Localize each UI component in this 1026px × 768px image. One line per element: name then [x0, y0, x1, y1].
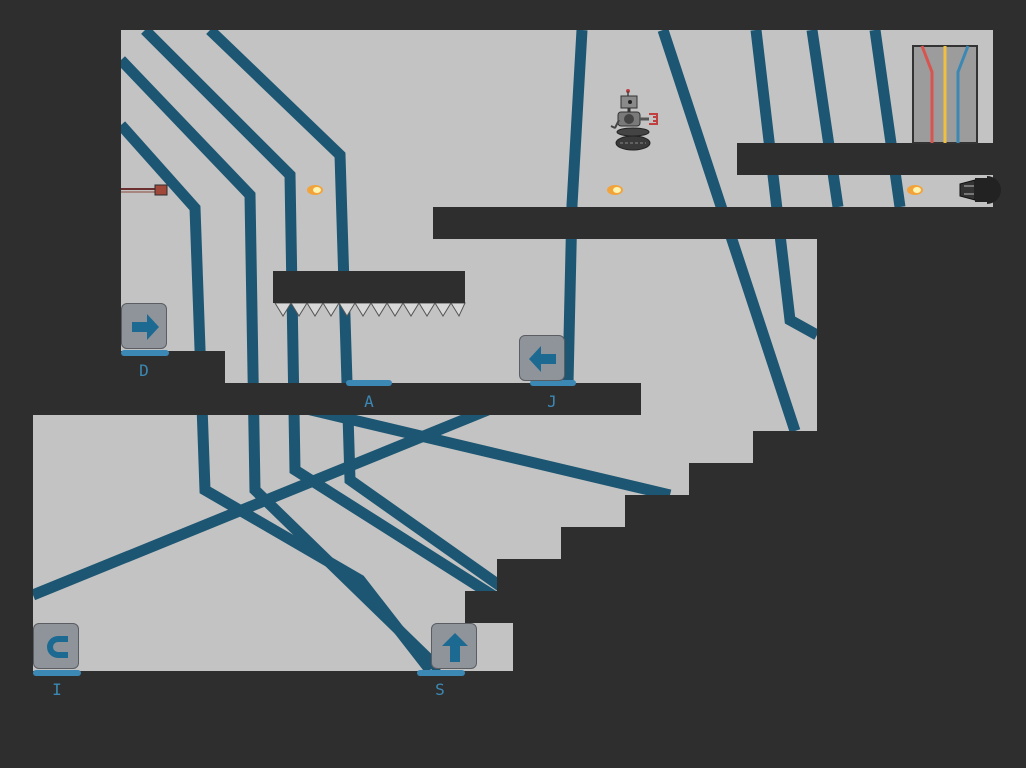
switch-i-label: I	[52, 680, 62, 699]
switch-j-button[interactable]	[519, 335, 565, 381]
switch-d-plate	[121, 350, 169, 356]
plate-a-label: A	[364, 392, 374, 411]
exit-door[interactable]	[912, 45, 978, 144]
fireball	[307, 185, 323, 195]
fireball	[907, 185, 923, 195]
magnet-icon	[47, 636, 68, 658]
switch-i-plate	[33, 670, 81, 676]
plate-j[interactable]	[530, 380, 576, 386]
plate-a[interactable]	[346, 380, 392, 386]
switch-s-plate	[417, 670, 465, 676]
switch-i-button[interactable]	[33, 623, 79, 669]
cannon	[959, 176, 1001, 204]
spike-row	[274, 302, 466, 318]
switch-s-label: S	[435, 680, 445, 699]
exit-wire-red	[920, 45, 934, 143]
platforms	[273, 271, 465, 303]
wall-lever[interactable]	[121, 184, 168, 196]
robot-player	[610, 89, 658, 151]
middle-ledge	[273, 271, 465, 303]
flame-turret	[307, 185, 923, 195]
switch-d-button[interactable]	[121, 303, 167, 349]
switch-j-label: J	[547, 392, 557, 411]
switch-s-button[interactable]	[431, 623, 477, 669]
arrow-left-icon	[529, 346, 556, 372]
arrow-right-icon	[132, 314, 159, 340]
exit-wire-blue	[956, 45, 970, 143]
arrow-up-icon	[442, 633, 468, 662]
switch-d-label: D	[139, 361, 149, 380]
fireball	[607, 185, 623, 195]
